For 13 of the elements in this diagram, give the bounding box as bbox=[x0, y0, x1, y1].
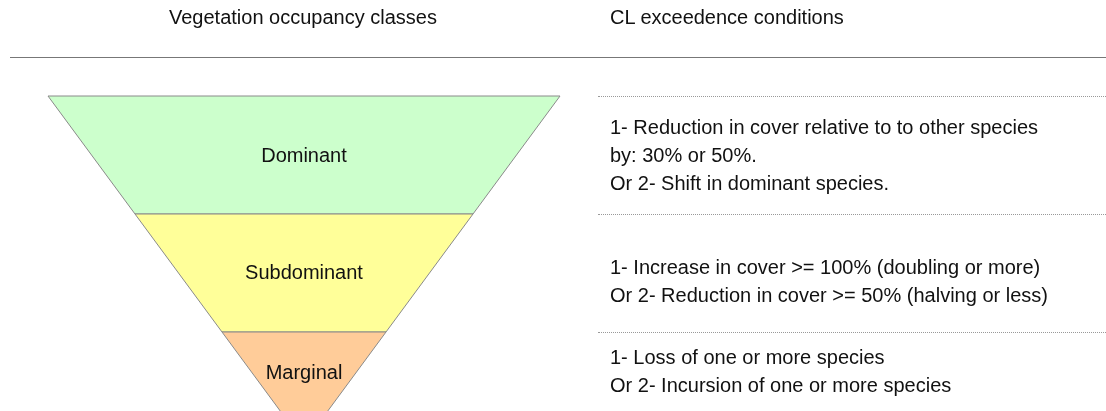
condition-text: 1- Increase in cover >= 100% (doubling or more) bbox=[610, 255, 1042, 280]
condition-text: Or 2- Shift in dominant species. bbox=[610, 171, 890, 196]
condition-text: 1- Loss of one or more species bbox=[610, 345, 886, 370]
column-heading: Vegetation occupancy classes bbox=[169, 5, 437, 29]
band-label: Subdominant bbox=[244, 260, 364, 284]
band-label: Marginal bbox=[264, 360, 344, 384]
condition-text: Or 2- Incursion of one or more species bbox=[610, 373, 953, 398]
column-heading: CL exceedence conditions bbox=[610, 5, 844, 29]
condition-text: 1- Reduction in cover relative to to other species by: 30% or 50%. bbox=[610, 115, 1039, 168]
pyramid-band bbox=[135, 214, 473, 332]
band-label: Dominant bbox=[260, 143, 348, 167]
pyramid-band bbox=[48, 96, 560, 214]
condition-text: Or 2- Reduction in cover >= 50% (halving or less) bbox=[610, 283, 1049, 308]
